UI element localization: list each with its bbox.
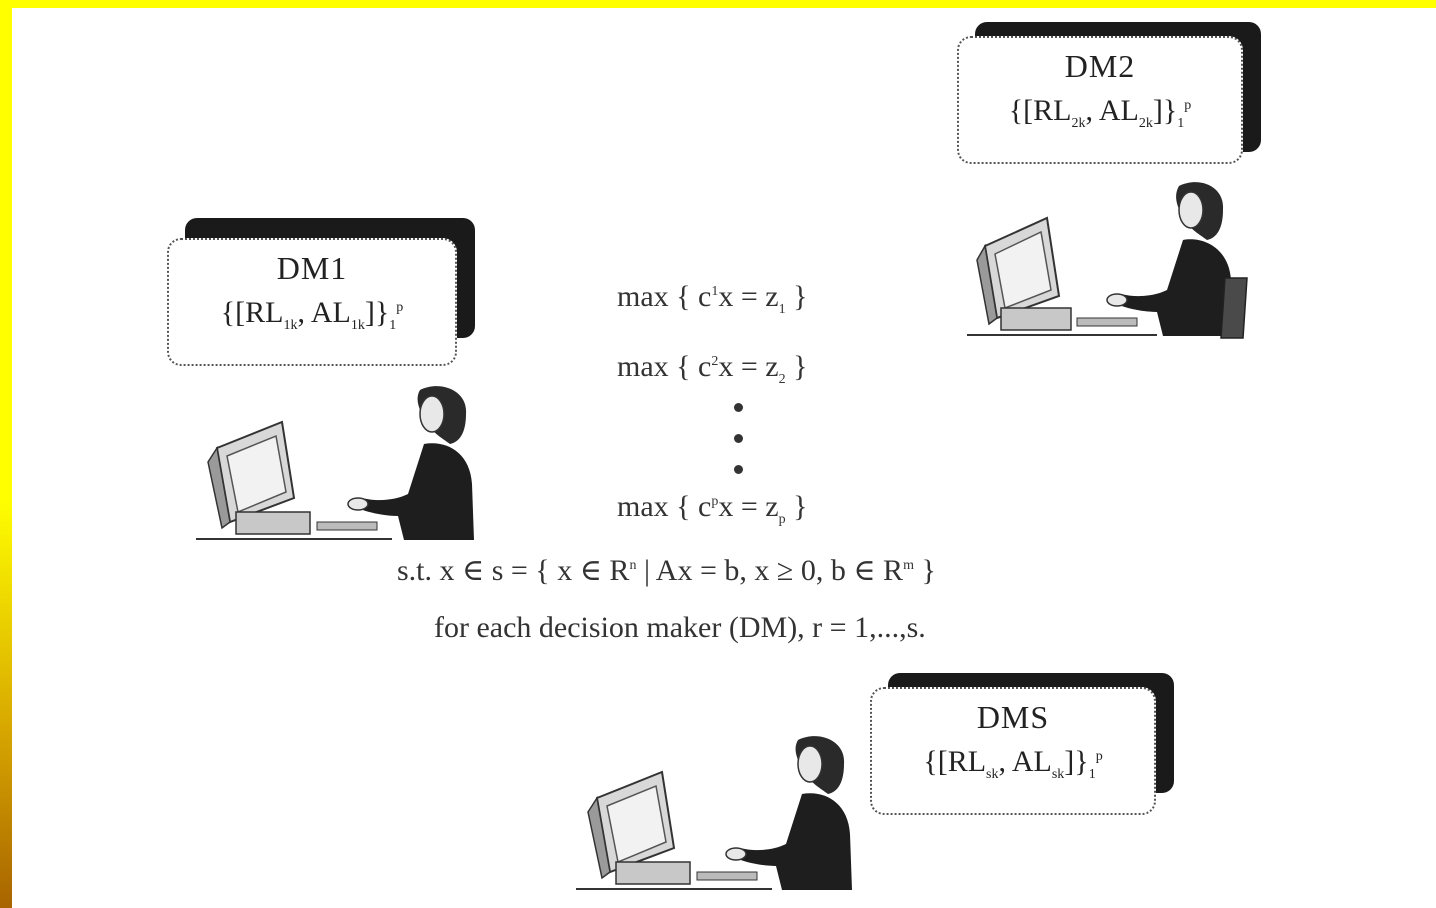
objective-1-sub: 1	[778, 302, 786, 317]
dm1-formula: {[RL1k, AL1k]}1p	[169, 290, 455, 344]
dm1-person-at-computer-icon	[196, 386, 474, 540]
dm2-idx-sup: p	[1184, 98, 1192, 113]
dms-al-sub: sk	[1051, 767, 1065, 782]
dm1-card: DM1 {[RL1k, AL1k]}1p	[167, 238, 457, 366]
woman-figure-icon	[1106, 182, 1248, 339]
dm2-box: DM2 {[RL2k, AL2k]}1p	[957, 22, 1267, 172]
objective-2-sup: 2	[711, 354, 719, 369]
constraint-line: s.t. x ∈ s = { x ∈ Rn | Ax = b, x ≥ 0, b…	[397, 553, 936, 588]
dms-person-at-computer-icon	[576, 736, 852, 890]
dm1-box: DM1 {[RL1k, AL1k]}1p	[167, 218, 477, 368]
objective-p: max { cpx = zp }	[617, 490, 808, 528]
constraint-part2: | Ax = b, x ≥ 0, b ∈ R	[636, 554, 904, 587]
dms-idx-sub: 1	[1088, 767, 1096, 782]
ellipsis-dot-1	[734, 403, 743, 412]
dm2-rl-sub: 2k	[1071, 116, 1086, 131]
dm1-sep: , AL	[297, 296, 351, 329]
dms-title: DMS	[976, 699, 1050, 735]
dm2-sep: , AL	[1085, 94, 1139, 127]
dms-set-close: ]}	[1064, 745, 1089, 778]
objective-p-mid: x = z	[718, 490, 779, 523]
dm2-person-at-computer-icon	[967, 182, 1248, 339]
ellipsis-dot-3	[734, 465, 743, 474]
dms-idx-sup: p	[1095, 749, 1103, 764]
objective-1: max { c1x = z1 }	[617, 280, 808, 318]
objective-1-sup: 1	[711, 284, 719, 299]
objective-2-mid: x = z	[718, 350, 779, 383]
objective-p-prefix: max { c	[617, 490, 712, 523]
objective-2-prefix: max { c	[617, 350, 712, 383]
dm1-set-open: {[RL	[220, 296, 284, 329]
diagram-canvas: DM2 {[RL2k, AL2k]}1p DM1 {[RL1k, AL1k]}1…	[12, 8, 1436, 908]
computer-icon	[196, 420, 392, 540]
computer-icon	[967, 216, 1157, 336]
woman-figure-icon	[725, 736, 852, 890]
constraint-sup2: m	[903, 558, 914, 573]
dms-sep: , AL	[998, 745, 1052, 778]
dm2-idx-sub: 1	[1177, 116, 1185, 131]
dms-set-open: {[RL	[923, 745, 987, 778]
dm2-title: DM2	[1064, 48, 1136, 84]
dm1-idx-sub: 1	[389, 318, 397, 333]
dm2-al-sub: 2k	[1138, 116, 1153, 131]
objective-p-suffix: }	[785, 490, 808, 523]
dm2-set-open: {[RL	[1008, 94, 1072, 127]
dms-formula: {[RLsk, ALsk]}1p	[872, 739, 1154, 793]
dm1-title: DM1	[276, 250, 348, 286]
objective-1-mid: x = z	[718, 280, 779, 313]
constraint-part1: s.t. x ∈ s = { x ∈ R	[397, 554, 630, 587]
dm1-rl-sub: 1k	[283, 318, 298, 333]
woman-figure-icon	[347, 386, 474, 540]
dm1-al-sub: 1k	[350, 318, 365, 333]
dm1-set-close: ]}	[364, 296, 390, 329]
constraint-sup1: n	[629, 558, 637, 573]
dm2-card: DM2 {[RL2k, AL2k]}1p	[957, 36, 1243, 164]
objective-2-sub: 2	[778, 372, 786, 387]
dm2-formula: {[RL2k, AL2k]}1p	[959, 88, 1241, 142]
computer-icon	[576, 770, 772, 890]
dms-card: DMS {[RLsk, ALsk]}1p	[870, 687, 1156, 815]
dms-box: DMS {[RLsk, ALsk]}1p	[870, 673, 1180, 823]
dm1-idx-sup: p	[396, 300, 404, 315]
decision-maker-note: for each decision maker (DM), r = 1,...,…	[434, 611, 926, 644]
objective-1-suffix: }	[785, 280, 808, 313]
objective-p-sub: p	[778, 512, 786, 527]
objective-2-suffix: }	[785, 350, 808, 383]
objective-1-prefix: max { c	[617, 280, 712, 313]
dms-rl-sub: sk	[986, 767, 999, 782]
constraint-part3: }	[913, 554, 936, 587]
dm2-set-close: ]}	[1152, 94, 1178, 127]
objective-p-sup: p	[711, 494, 719, 509]
objective-2: max { c2x = z2 }	[617, 350, 808, 388]
ellipsis-dot-2	[734, 434, 743, 443]
